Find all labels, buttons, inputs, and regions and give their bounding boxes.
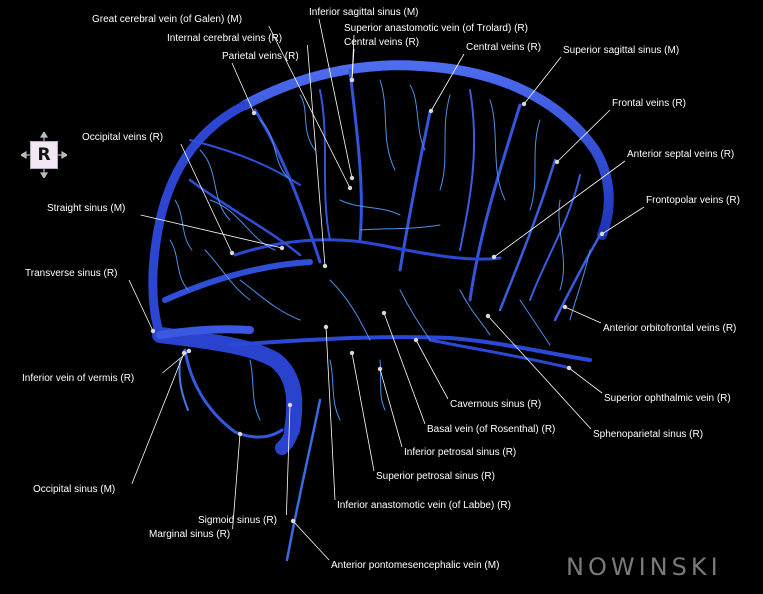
leader-line [564, 306, 602, 324]
anatomy-label: Occipital sinus (M) [33, 484, 116, 495]
leader-pin [562, 304, 568, 310]
anatomy-label: Sphenoparietal sinus (R) [593, 429, 704, 440]
leader-pin [349, 175, 355, 181]
anatomy-label: Anterior septal veins (R) [627, 149, 735, 160]
leader-line [379, 368, 403, 448]
leader-line [430, 53, 465, 112]
leader-line [318, 18, 353, 179]
leader-pin [349, 77, 355, 83]
leader-line [180, 143, 233, 254]
leader-line [568, 367, 603, 394]
leader-pin [322, 263, 328, 269]
anatomy-label: Frontal veins (R) [612, 98, 686, 109]
anatomy-label: Anterior pontomesencephalic vein (M) [331, 560, 500, 571]
anatomy-label: Occipital veins (R) [82, 132, 164, 143]
anatomy-label: Great cerebral vein (of Galen) (M) [92, 14, 243, 25]
anatomy-label: Central veins (R) [466, 42, 542, 53]
leader-pin [599, 231, 605, 237]
vessel-network [148, 60, 614, 562]
leader-line [232, 433, 241, 530]
anatomy-label: Inferior vein of vermis (R) [22, 373, 135, 384]
anatomy-label: Basal vein (of Rosenthal) (R) [427, 424, 556, 435]
leader-pin [290, 518, 296, 524]
anatomy-label: Inferior petrosal sinus (R) [404, 447, 517, 458]
leader-pin [349, 350, 355, 356]
leader-pin [491, 254, 497, 260]
leader-line [231, 62, 255, 114]
leader-pin [413, 337, 419, 343]
anatomy-label: Superior ophthalmic vein (R) [604, 393, 731, 404]
leader-pin [485, 313, 491, 319]
leader-line [268, 25, 351, 189]
leader-line [493, 160, 626, 258]
anatomy-label: Superior anastomotic vein (of Trolard) (… [344, 23, 528, 34]
leader-line [131, 352, 185, 485]
leader-line [286, 404, 291, 516]
leader-pin [377, 366, 383, 372]
leader-pin [287, 402, 293, 408]
anatomy-label: Superior petrosal sinus (R) [376, 471, 495, 482]
anatomy-label: Anterior orbitofrontal veins (R) [603, 323, 737, 334]
leader-line [351, 48, 355, 81]
leader-line [140, 214, 283, 249]
anatomy-label: Inferior anastomotic vein (of Labbe) (R) [337, 500, 511, 511]
leader-line [292, 520, 330, 561]
anatomy-label: Marginal sinus (R) [149, 529, 231, 540]
label-pins [150, 77, 605, 524]
leader-line [601, 206, 645, 235]
leader-line [128, 279, 154, 332]
leader-line [383, 312, 426, 425]
orientation-letter: R [30, 141, 58, 169]
leader-pin [566, 365, 572, 371]
leader-lines [128, 18, 645, 561]
anatomy-label: Inferior sagittal sinus (M) [309, 7, 419, 18]
leader-pin [323, 324, 329, 330]
leader-pin [428, 108, 434, 114]
leader-line [307, 44, 326, 267]
leader-pin [237, 431, 243, 437]
leader-line [325, 326, 336, 501]
orientation-cube: R [21, 132, 67, 178]
orientation-arrows-icon [21, 132, 67, 178]
brand-logo: NOWINSKI [566, 553, 722, 581]
leader-pin [347, 185, 353, 191]
anatomy-label: Transverse sinus (R) [25, 268, 118, 279]
leader-pin [521, 101, 527, 107]
leader-pin [554, 159, 560, 165]
leader-line [523, 56, 562, 105]
anatomy-label: Frontopolar veins (R) [646, 195, 740, 206]
leader-line [415, 339, 449, 400]
leader-pin [251, 110, 257, 116]
leader-pin [181, 350, 187, 356]
anatomy-label: Cavernous sinus (R) [450, 399, 542, 410]
leader-line [487, 315, 592, 430]
anatomy-label: Parietal veins (R) [222, 51, 299, 62]
anatomy-label: Sigmoid sinus (R) [198, 515, 277, 526]
anatomy-label: Central veins (R) [344, 37, 420, 48]
leader-pin [279, 245, 285, 251]
leader-pin [381, 310, 387, 316]
anatomy-label: Internal cerebral veins (R) [167, 33, 283, 44]
anatomy-label: Straight sinus (M) [47, 203, 126, 214]
leader-pin [150, 328, 156, 334]
leader-pin [229, 250, 235, 256]
leader-line [351, 352, 375, 472]
anatomy-label: Superior sagittal sinus (M) [563, 45, 680, 56]
leader-line [556, 109, 611, 163]
leader-pin [186, 348, 192, 354]
